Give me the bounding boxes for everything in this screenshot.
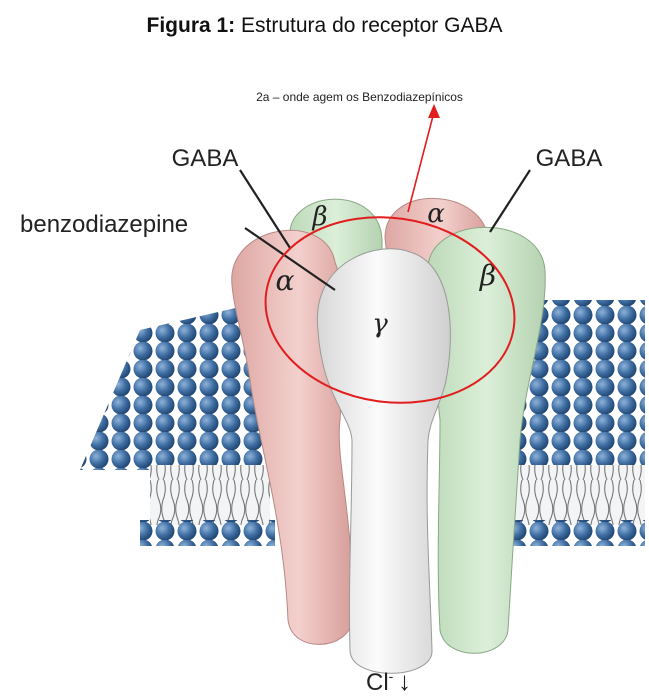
gaba-left-label: GABA [172, 145, 239, 172]
gaba-right-pointer [490, 170, 530, 232]
gaba-right-label: GABA [536, 145, 603, 172]
benzodiazepine-label: benzodiazepine [20, 211, 188, 238]
gamma-letter: γ [372, 309, 388, 339]
highlight-arrow-head [428, 104, 440, 118]
chloride-charge: - [389, 668, 394, 684]
highlight-arrow-line [408, 112, 434, 212]
alpha-left-letter: α [276, 264, 295, 297]
chloride-flow-arrow: ↓ [398, 666, 411, 696]
chloride-label: Cl- [366, 668, 394, 696]
chloride-symbol: Cl [366, 669, 389, 696]
